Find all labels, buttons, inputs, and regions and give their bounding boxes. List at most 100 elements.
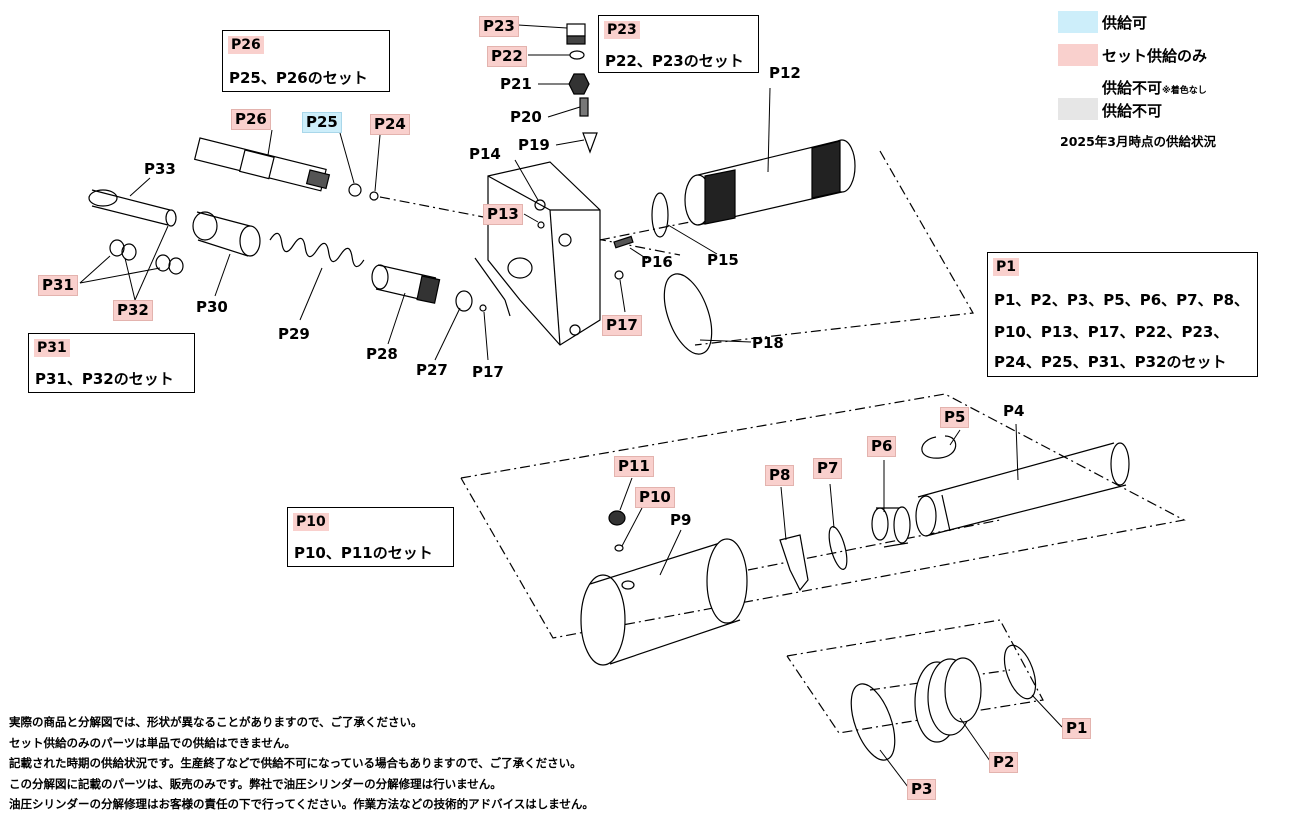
part-p33-rod: [88, 189, 177, 227]
axis-line: [379, 196, 681, 256]
set-box-p1: P1 P1、P2、P3、P5、P6、P7、P8、 P10、P13、P17、P22…: [987, 252, 1258, 377]
part-label-p18: P18: [752, 334, 784, 352]
part-p25-ring: [348, 183, 362, 197]
part-label-p16: P16: [641, 253, 673, 271]
set-box-p26: P26 P25、P26のセット: [222, 30, 390, 92]
part-p28-housing: [371, 264, 441, 304]
part-p10-washer: [614, 544, 624, 552]
legend-swatch-set-only: [1058, 44, 1098, 66]
part-label-p22: P22: [487, 46, 527, 67]
part-p6-bushing: [871, 506, 911, 548]
part-p9-reservoir: [580, 538, 748, 666]
legend-swatch-available: [1058, 11, 1098, 33]
part-p27-washer: [455, 290, 473, 312]
note-line: 実際の商品と分解図では、形状が異なることがありますので、ご了承ください。: [9, 715, 423, 729]
part-label-p26: P26: [231, 109, 271, 130]
set-box-p10: P10 P10、P11のセット: [287, 507, 454, 567]
part-label-p24: P24: [370, 114, 410, 135]
part-label-p10: P10: [635, 487, 675, 508]
part-p4-ram: [915, 442, 1130, 537]
set-box-p23: P23 P22、P23のセット: [598, 15, 759, 73]
part-p1-oring: [1003, 644, 1037, 700]
part-label-p8: P8: [765, 465, 795, 486]
legend-unavailable-text: 供給不可: [1102, 79, 1163, 97]
part-p31-oring: [168, 257, 184, 275]
part-p24-ball: [369, 191, 379, 201]
note-line: 油圧シリンダーの分解修理はお客様の責任の下で行ってください。作業方法などの技術的…: [9, 797, 594, 811]
part-p14-pump-body: [474, 161, 601, 346]
part-p17-ball: [479, 304, 487, 312]
part-label-p20: P20: [510, 108, 542, 126]
part-label-p23: P23: [479, 16, 519, 37]
part-label-p7: P7: [813, 458, 843, 479]
part-label-p15: P15: [707, 251, 739, 269]
part-label-p1: P1: [1062, 718, 1092, 739]
part-p11-plug: [608, 510, 626, 526]
note-line: 記載された時期の供給状況です。生産終了などで供給不可になっている場合もありますの…: [9, 756, 582, 770]
part-p7-ring: [828, 526, 848, 570]
set-box-tag: P31: [34, 339, 70, 357]
assembly-boundary-mid: [460, 393, 1186, 639]
part-label-p32: P32: [113, 300, 153, 321]
part-label-p30: P30: [196, 298, 228, 316]
part-label-p6: P6: [867, 436, 897, 457]
part-label-p31: P31: [38, 275, 78, 296]
part-p13-ball: [537, 221, 545, 229]
part-p8-seal: [779, 534, 809, 592]
part-p19-valve: [582, 132, 598, 154]
set-box-text: P22、P23のセット: [605, 52, 744, 70]
legend-swatch-unavailable: [1058, 98, 1098, 120]
legend-note: ※着色なし: [1162, 86, 1207, 96]
part-label-p14: P14: [469, 145, 501, 163]
part-p26-plunger: [193, 137, 331, 192]
part-label-p3: P3: [907, 779, 937, 800]
part-p29-spring: [269, 232, 365, 268]
part-label-p4: P4: [1003, 402, 1025, 420]
part-p21-nut: [568, 73, 590, 95]
part-p23-plug: [566, 23, 586, 45]
part-p22-oring: [569, 50, 585, 60]
set-box-p31: P31 P31、P32のセット: [28, 333, 195, 393]
part-label-p2: P2: [989, 752, 1019, 773]
axis-line: [869, 669, 1011, 691]
leader-lines: [79, 24, 1063, 788]
legend-status: 2025年3月時点の供給状況: [1060, 134, 1216, 149]
set-box-text: P31、P32のセット: [35, 370, 174, 388]
set-box-tag: P1: [993, 258, 1020, 276]
part-p16-pin: [613, 235, 634, 249]
part-p2-base: [914, 657, 982, 743]
legend-set-only: セット供給のみ: [1102, 47, 1208, 65]
part-p12-cylinder: [684, 139, 856, 226]
part-label-p17-right: P17: [602, 315, 642, 336]
part-label-p13: P13: [483, 204, 523, 225]
legend-available: 供給可: [1102, 14, 1148, 32]
set-box-line-1: P1、P2、P3、P5、P6、P7、P8、: [994, 291, 1250, 309]
part-label-p21: P21: [500, 75, 532, 93]
set-box-line-3: P24、P25、P31、P32のセット: [994, 353, 1227, 371]
set-box-line-2: P10、P13、P17、P22、P23、: [994, 323, 1229, 341]
part-label-p28: P28: [366, 345, 398, 363]
part-p32-oring: [121, 243, 137, 261]
part-label-p11: P11: [614, 456, 654, 477]
note-line: セット供給のみのパーツは単品での供給はできません。: [9, 735, 296, 750]
note-line: この分解図に記載のパーツは、販売のみです。弊社で油圧シリンダーの分解修理は行いま…: [9, 776, 502, 791]
part-p31-oring: [109, 239, 125, 257]
part-label-p33: P33: [144, 160, 176, 178]
part-p3-oring: [850, 683, 896, 761]
part-p30-sleeve: [192, 211, 261, 257]
notes: 実際の商品と分解図では、形状が異なることがありますので、ご了承ください。 セット…: [9, 712, 594, 815]
set-box-text: P10、P11のセット: [294, 544, 433, 562]
part-p18-ring: [663, 273, 713, 355]
assembly-boundary-top: [694, 150, 974, 346]
part-label-p27: P27: [416, 361, 448, 379]
set-box-tag: P23: [604, 21, 640, 39]
part-label-p19: P19: [518, 136, 550, 154]
part-p15-gasket: [651, 192, 669, 238]
part-p20-spring: [579, 97, 589, 117]
part-label-p5: P5: [940, 407, 970, 428]
assembly-boundary-bottom: [786, 619, 1044, 734]
part-label-p29: P29: [278, 325, 310, 343]
legend-unavailable-nocolor: 供給不可※着色なし: [1102, 77, 1207, 98]
set-box-tag: P10: [293, 513, 329, 531]
